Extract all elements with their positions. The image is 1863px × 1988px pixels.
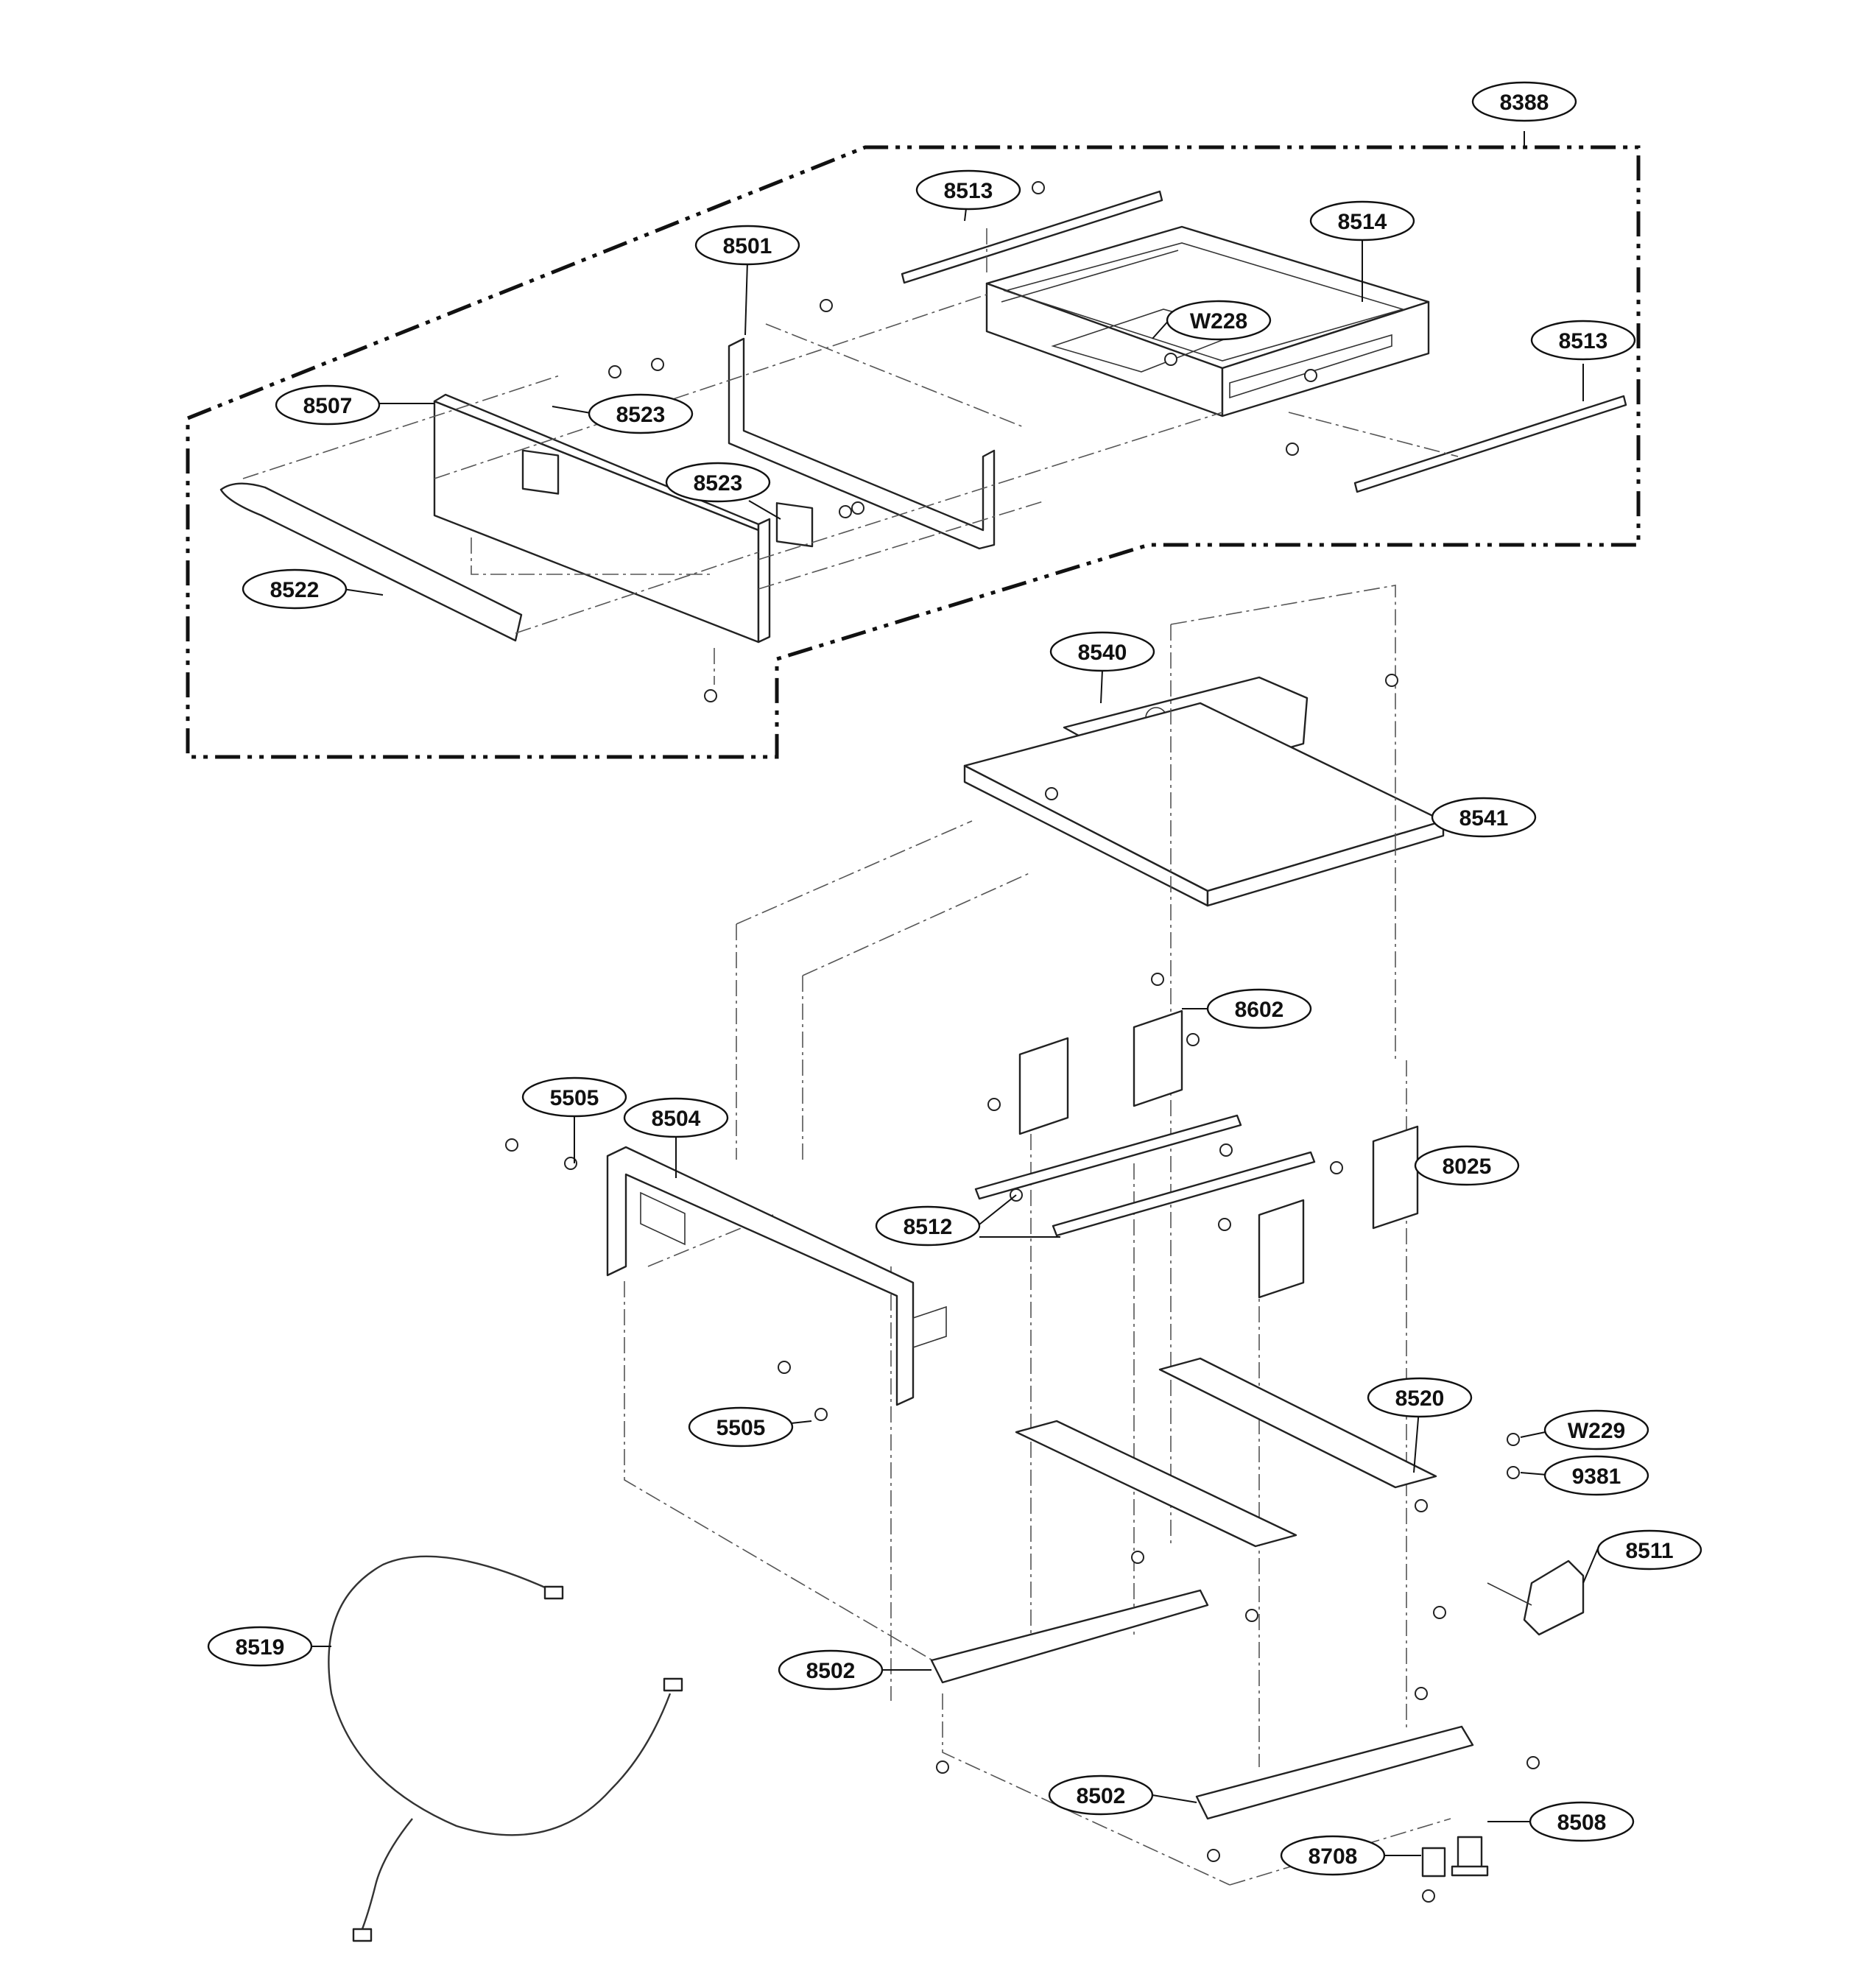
- svg-text:9381: 9381: [1572, 1464, 1621, 1489]
- leader-lines: [311, 131, 1599, 1856]
- rail-8512-lower: [1052, 1151, 1316, 1237]
- drawer-front-8507: [433, 393, 771, 644]
- slide-8502-lower: [1195, 1725, 1474, 1820]
- svg-text:8507: 8507: [303, 394, 353, 418]
- svg-text:W228: W228: [1190, 309, 1247, 334]
- callout-8502-lower: 8502: [1048, 1774, 1154, 1816]
- svg-text:8541: 8541: [1459, 806, 1509, 831]
- rail-8512-upper: [974, 1114, 1242, 1200]
- callout-8513-top: 8513: [915, 169, 1021, 211]
- svg-text:8708: 8708: [1309, 1844, 1358, 1869]
- svg-text:8522: 8522: [270, 578, 320, 602]
- callout-9381: 9381: [1543, 1455, 1649, 1496]
- callout-8508: 8508: [1529, 1801, 1635, 1842]
- callout-5505-lower: 5505: [688, 1406, 794, 1448]
- callout-8502-upper: 8502: [778, 1649, 884, 1691]
- slide-8502-upper: [930, 1589, 1209, 1684]
- callout-8025: 8025: [1414, 1145, 1520, 1186]
- svg-text:8523: 8523: [694, 471, 743, 496]
- base-8520-left: [1015, 1420, 1297, 1548]
- svg-text:8602: 8602: [1235, 998, 1284, 1022]
- callout-8513-right: 8513: [1530, 320, 1636, 361]
- leg-8511: [1487, 1559, 1585, 1636]
- callout-8514: 8514: [1309, 200, 1415, 242]
- callout-W228: W228: [1166, 300, 1272, 341]
- callout-8512: 8512: [875, 1205, 981, 1247]
- svg-text:8512: 8512: [904, 1215, 953, 1239]
- drawer-dash-lines: [242, 228, 1459, 685]
- callout-W229: W229: [1543, 1409, 1649, 1451]
- spacer-8708: [1421, 1847, 1446, 1878]
- svg-text:8025: 8025: [1443, 1155, 1492, 1179]
- callout-8540: 8540: [1049, 631, 1155, 672]
- svg-text:8508: 8508: [1557, 1811, 1607, 1835]
- callout-8520: 8520: [1367, 1377, 1473, 1418]
- drawer-body-8514: [985, 225, 1430, 417]
- bracket-8025-b: [1258, 1199, 1305, 1299]
- callout-8507: 8507: [275, 384, 381, 426]
- callout-8522: 8522: [242, 568, 348, 610]
- callout-8388: 8388: [1471, 81, 1577, 122]
- callout-8501: 8501: [694, 225, 800, 266]
- pad-8523-upper: [521, 449, 560, 495]
- rear-bracket-8501: [728, 337, 996, 550]
- bracket-8025-a: [1372, 1125, 1419, 1230]
- base-8520-right: [1158, 1357, 1437, 1489]
- callout-8523-upper: 8523: [588, 393, 694, 434]
- svg-text:8502: 8502: [1077, 1784, 1126, 1808]
- svg-text:8523: 8523: [616, 403, 666, 427]
- svg-text:W229: W229: [1568, 1419, 1625, 1443]
- svg-text:8388: 8388: [1500, 91, 1549, 115]
- assembly-8388-boundary: [186, 145, 1641, 759]
- frame-dash-lines: [624, 585, 1451, 1886]
- svg-text:8519: 8519: [236, 1635, 285, 1660]
- svg-text:8514: 8514: [1338, 210, 1387, 234]
- callout-5505-upper: 5505: [521, 1076, 627, 1118]
- wire-harness-8519: [328, 1555, 683, 1942]
- callout-8541: 8541: [1431, 797, 1537, 838]
- svg-text:8520: 8520: [1395, 1386, 1445, 1411]
- svg-text:8502: 8502: [806, 1659, 856, 1683]
- front-frame-8504: [606, 1146, 947, 1406]
- svg-text:8504: 8504: [652, 1107, 701, 1131]
- slide-rail-8513-left: [901, 190, 1163, 284]
- callout-8511: 8511: [1596, 1529, 1702, 1571]
- svg-text:8511: 8511: [1625, 1539, 1673, 1563]
- frame-screws: [505, 674, 1540, 1903]
- svg-text:8513: 8513: [944, 179, 993, 203]
- drawer-screws: [608, 181, 1317, 702]
- svg-text:5505: 5505: [716, 1416, 766, 1440]
- svg-text:8513: 8513: [1559, 329, 1608, 353]
- callout-8708: 8708: [1280, 1835, 1386, 1876]
- pad-8523-lower: [775, 502, 814, 548]
- callout-8519: 8519: [207, 1626, 313, 1667]
- callout-8602: 8602: [1206, 988, 1312, 1029]
- svg-text:5505: 5505: [550, 1086, 599, 1110]
- callout-8504: 8504: [623, 1097, 729, 1138]
- svg-text:8501: 8501: [723, 234, 772, 258]
- svg-text:8540: 8540: [1078, 641, 1127, 665]
- bracket-8602-b: [1133, 1009, 1183, 1107]
- callout-8523-lower: 8523: [665, 462, 771, 503]
- handle-8522: [219, 482, 523, 642]
- slide-rail-8513-right: [1353, 395, 1627, 493]
- bracket-8602-a: [1018, 1037, 1069, 1135]
- leveler-8508: [1451, 1836, 1489, 1877]
- tray-8541: [963, 702, 1445, 907]
